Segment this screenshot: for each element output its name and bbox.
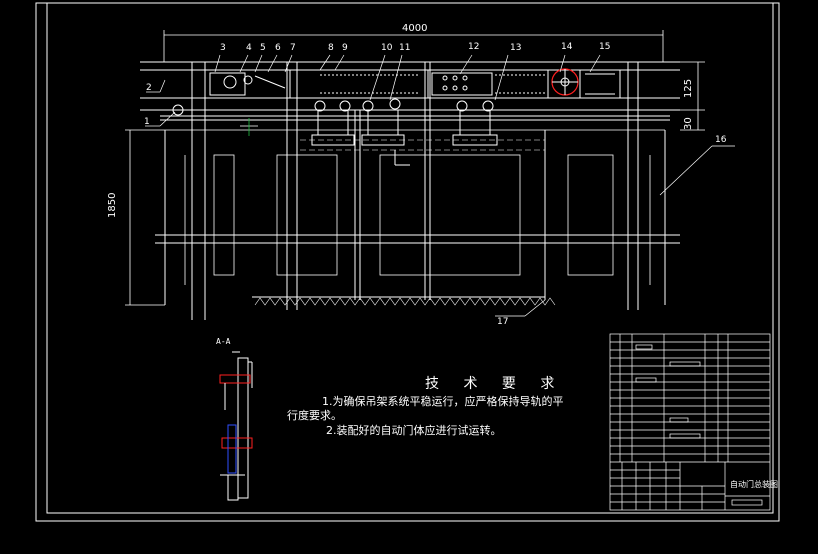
height-dimension (125, 129, 165, 306)
dim-overall-width: 4000 (402, 23, 428, 34)
part-number-2: 2 (146, 83, 152, 93)
part-number-3: 3 (220, 43, 226, 53)
drawing-title: 自动门总装图 (730, 480, 778, 489)
inner-border (46, 2, 774, 514)
right-dimensions (680, 61, 705, 131)
hanger-brackets (311, 110, 498, 166)
dashed-guide (300, 139, 545, 151)
part-number-9: 9 (342, 43, 348, 53)
frame-posts (164, 62, 666, 320)
dim-track-offset: 30 (683, 117, 694, 130)
part-number-15: 15 (599, 42, 611, 52)
dim-height: 1850 (107, 192, 118, 218)
hanger-wheels (172, 98, 494, 116)
part-number-1: 1 (144, 117, 150, 127)
tech-requirement-line-2: 行度要求。 (287, 409, 342, 422)
centerline-marker (240, 118, 258, 136)
part-number-11: 11 (399, 43, 411, 53)
part-number-17: 17 (497, 317, 509, 327)
door-panels (165, 129, 665, 285)
carriage-right (427, 69, 549, 99)
section-aa (219, 351, 253, 501)
part-number-7: 7 (290, 43, 296, 53)
top-rail (140, 61, 680, 121)
part-number-4: 4 (246, 43, 252, 53)
floor-beam (155, 234, 680, 298)
carriage-middle (296, 69, 426, 99)
leader-lines (145, 54, 735, 317)
outer-border (35, 2, 780, 522)
part-number-8: 8 (328, 43, 334, 53)
part-number-14: 14 (561, 42, 573, 52)
part-number-13: 13 (510, 43, 522, 53)
part-number-6: 6 (275, 43, 281, 53)
tech-requirement-line-3: 2.装配好的自动门体应进行试运转。 (326, 424, 502, 437)
part-number-12: 12 (468, 42, 480, 52)
ground-hatch (254, 297, 556, 306)
dim-track-height: 125 (683, 78, 694, 98)
overall-dimension (163, 30, 664, 62)
motor (579, 69, 621, 99)
part-number-16: 16 (715, 135, 727, 145)
drive-pulley (551, 68, 579, 96)
section-label: A-A (216, 337, 231, 346)
tech-requirement-line-1: 1.为确保吊架系统平稳运行，应严格保持导轨的平 (322, 395, 564, 408)
tech-requirements-title: 技 术 要 求 (425, 376, 565, 392)
part-number-10: 10 (381, 43, 393, 53)
title-block (609, 333, 771, 511)
carriage-left (204, 69, 291, 99)
part-number-5: 5 (260, 43, 266, 53)
